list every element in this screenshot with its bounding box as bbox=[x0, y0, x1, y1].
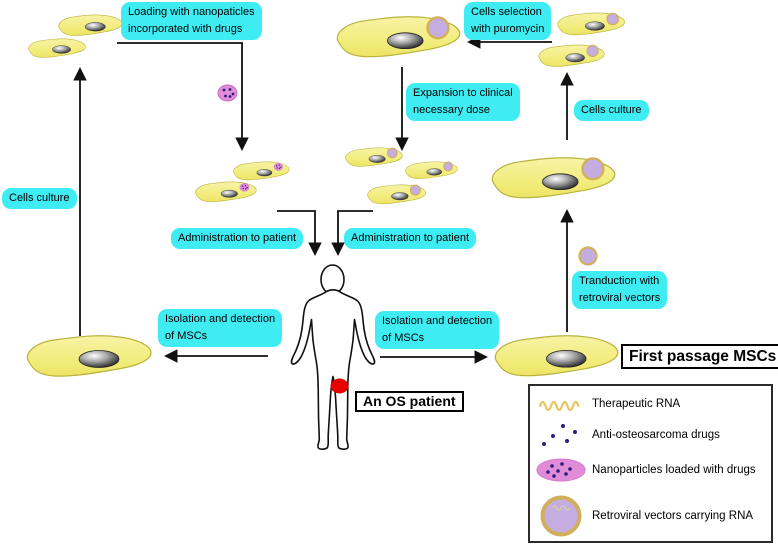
msc-cell-with-vector bbox=[346, 148, 403, 167]
label-text: Cells selection bbox=[471, 6, 542, 18]
label-expansion: Expansion to clinical necessary dose bbox=[406, 83, 520, 121]
label-text: with puromycin bbox=[471, 23, 545, 35]
label-text: necessary dose bbox=[413, 104, 491, 116]
legend-row-retroviral-vectors: Retroviral vectors carrying RNA bbox=[530, 494, 771, 538]
osteosarcoma-tumor bbox=[330, 378, 349, 394]
label-text: Administration to patient bbox=[178, 232, 297, 244]
label-cells-selection: Cells selection with puromycin bbox=[464, 2, 552, 40]
legend-label: Retroviral vectors carrying RNA bbox=[592, 510, 754, 522]
label-cells-culture-right: Cells culture bbox=[574, 100, 649, 121]
msc-cell bbox=[27, 336, 151, 376]
msc-cell-with-nanoparticles bbox=[196, 182, 257, 202]
legend-label: Anti-osteosarcoma drugs bbox=[592, 429, 720, 441]
arrow-administration-left bbox=[277, 210, 322, 257]
label-text: Expansion to clinical bbox=[413, 87, 513, 99]
label-text: of MSCs bbox=[165, 330, 208, 342]
msc-cell bbox=[59, 15, 122, 36]
arrow-administration-right bbox=[331, 210, 373, 257]
patient-figure bbox=[290, 264, 376, 450]
arrow-loading-nanoparticles bbox=[117, 42, 249, 152]
legend-row-nanoparticles: Nanoparticles loaded with drugs bbox=[530, 454, 771, 486]
label-loading-nanoparticles: Loading with nanopaticles incorporated w… bbox=[121, 2, 262, 40]
label-administration-right: Administration to patient bbox=[344, 228, 477, 249]
label-cells-culture-left: Cells culture bbox=[2, 188, 77, 209]
label-isolation-right: Isolation and detection of MSCs bbox=[375, 311, 500, 349]
label-tranduction: Tranduction with retroviral vectors bbox=[572, 271, 668, 309]
selected-msc-cell bbox=[337, 17, 459, 57]
nanoparticle-icon bbox=[217, 84, 238, 102]
msc-cell-with-vector bbox=[368, 185, 426, 204]
label-administration-left: Administration to patient bbox=[171, 228, 304, 249]
label-text: Isolation and detection bbox=[382, 315, 493, 327]
patient-body bbox=[290, 289, 376, 450]
legend-label: Therapeutic RNA bbox=[592, 398, 681, 410]
first-passage-callout: First passage MSCs bbox=[621, 344, 778, 369]
legend-row-therapeutic-rna: Therapeutic RNA bbox=[530, 392, 771, 416]
legend: Therapeutic RNA Anti-osteosarcoma drugs bbox=[528, 384, 773, 543]
os-patient-callout: An OS patient bbox=[355, 391, 464, 412]
first-passage-msc-cell bbox=[495, 336, 617, 376]
label-text: Loading with nanopaticles bbox=[128, 6, 255, 18]
anti-osteosarcoma-drugs-icon bbox=[530, 421, 592, 449]
therapeutic-rna-icon bbox=[530, 397, 592, 411]
transduced-msc-cell bbox=[492, 158, 614, 198]
label-text: Cells culture bbox=[9, 192, 70, 204]
label-text: Isolation and detection bbox=[165, 313, 276, 325]
msc-cell-with-vector bbox=[405, 162, 457, 179]
retroviral-vectors-icon bbox=[530, 494, 592, 538]
retroviral-vector-icon bbox=[578, 246, 598, 266]
label-text: Administration to patient bbox=[351, 232, 470, 244]
legend-label: Nanoparticles loaded with drugs bbox=[592, 464, 756, 476]
msc-cell bbox=[29, 39, 86, 58]
label-text: Cells culture bbox=[581, 104, 642, 116]
label-text: retroviral vectors bbox=[579, 292, 661, 304]
flow-arrows bbox=[73, 35, 574, 364]
msc-cell-with-vector bbox=[539, 45, 605, 66]
label-text: incorporated with drugs bbox=[128, 23, 243, 35]
label-text: Tranduction with bbox=[579, 275, 660, 287]
legend-row-drugs: Anti-osteosarcoma drugs bbox=[530, 420, 771, 450]
label-isolation-left: Isolation and detection of MSCs bbox=[158, 309, 283, 347]
label-text: of MSCs bbox=[382, 332, 425, 344]
nanoparticles-icon bbox=[530, 457, 592, 483]
msc-cell-with-vector bbox=[558, 13, 625, 35]
msc-cell-with-nanoparticles bbox=[234, 162, 290, 180]
